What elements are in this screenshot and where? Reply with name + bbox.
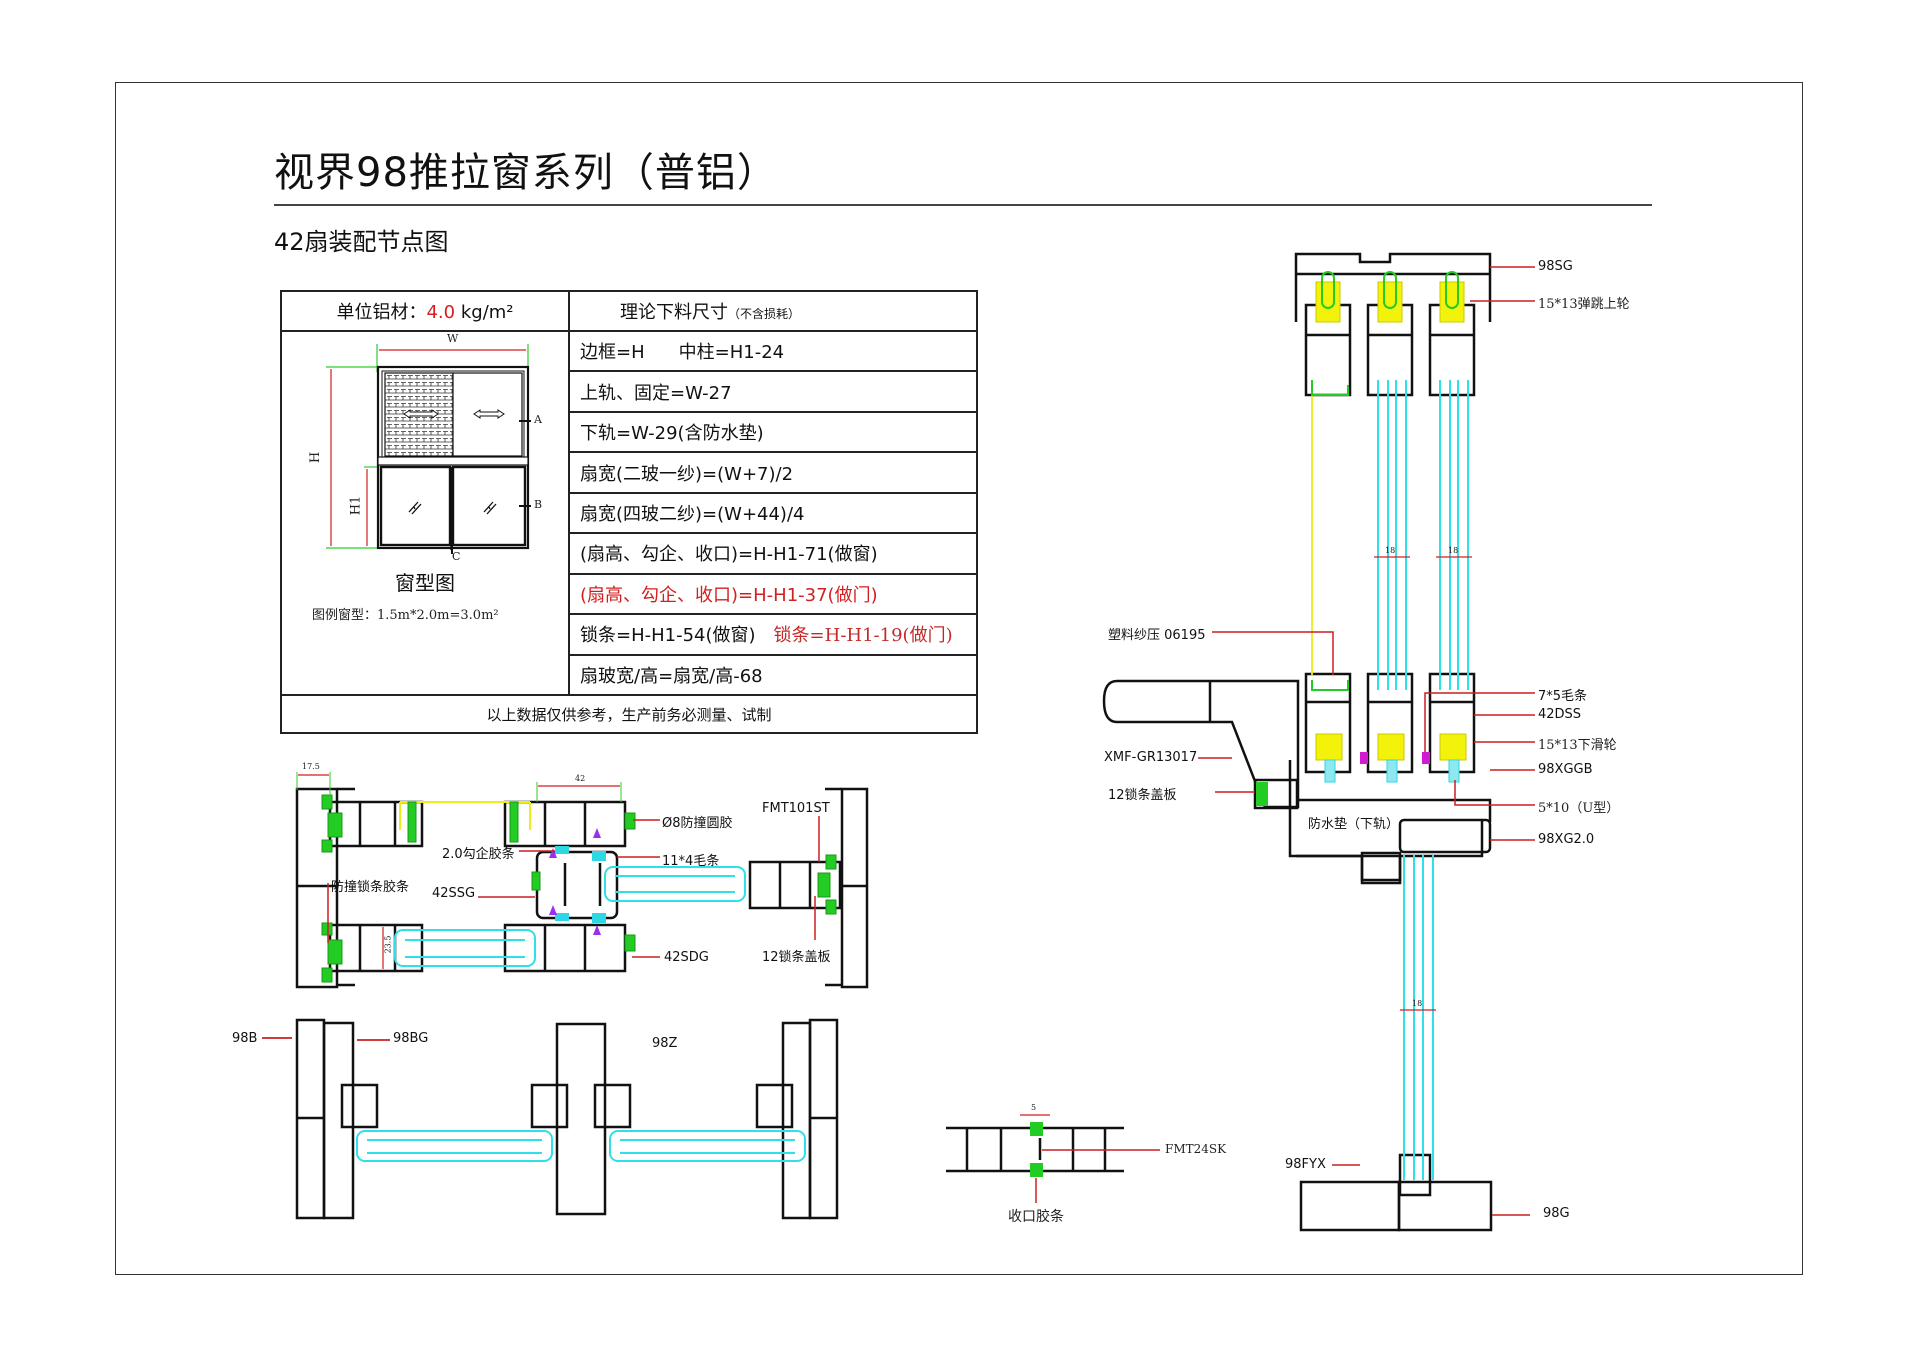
spec-row-text: 锁条=H-H1-54(做窗) [580,625,756,647]
label-u-type: 5*10（U型） [1538,801,1620,816]
dim-17-5: 17.5 [302,762,320,771]
spec-row: 锁条=H-H1-54(做窗) 锁条=H-H1-19(做门) [568,613,978,656]
window-elevation-drawing [326,344,531,554]
dim-42: 42 [575,774,586,783]
unit-weight-cell: 单位铝材：4.0 kg/m² [280,290,570,332]
spec-row-text: 边框=H [580,342,645,364]
window-type-caption: 窗型图 [395,571,455,595]
label-98z: 98Z [652,1036,678,1051]
window-diagram-cell: W H H1 A B C 窗型图 图例窗型：1.5m*2.0m=3.0m² [280,330,570,696]
dim-18-left: 18 [1385,546,1396,555]
label-xmf-gr13017: XMF-GR13017 [1104,750,1198,765]
label-42dss: 42DSS [1538,707,1582,722]
spec-row-highlight: (扇高、勾企、收口)=H-H1-37(做门) [568,572,978,616]
spec-row: 扇宽(二玻一纱)=(W+7)/2 [568,451,978,494]
unit-weight-label: 单位铝材： [336,302,427,323]
mark-a: A [534,413,542,426]
page-subtitle: 42扇装配节点图 [274,228,449,256]
label-fmt24sk: FMT24SK [1165,1142,1227,1156]
title-divider [274,204,1652,206]
label-98g: 98G [1543,1206,1570,1221]
spec-row-text2: 中柱=H1-24 [678,342,785,364]
cut-size-header: 理论下料尺寸（不含损耗） [568,290,978,332]
label-lock-cover: 12锁条盖板 [762,950,831,965]
spec-row: (扇高、勾企、收口)=H-H1-71(做窗) [568,532,978,575]
label-screen-press: 塑料纱压 06195 [1108,628,1206,643]
label-42ssg: 42SSG [432,886,476,901]
label-fmt101st: FMT101ST [762,801,830,816]
label-brush-7x5: 7*5毛条 [1538,689,1588,704]
label-98xggb: 98XGGB [1538,762,1593,777]
window-diagram: W H H1 A B C 窗型图 图例窗型：1.5m*2.0m=3.0m² [282,332,568,694]
cut-size-note: （不含损耗） [728,307,801,321]
spec-row: 上轨、固定=W-27 [568,370,978,413]
unit-weight-value: 4.0 [426,302,456,323]
label-lock-strip-gasket: 防撞锁条胶条 [331,880,410,895]
dim-18-lower: 18 [1412,999,1423,1008]
label-98sg: 98SG [1538,259,1573,274]
label-top-wheel: 15*13弹跳上轮 [1538,297,1630,312]
mark-b: B [534,498,543,511]
cut-size-title: 理论下料尺寸 [620,302,728,323]
spec-row: 扇宽(四玻二纱)=(W+44)/4 [568,491,978,535]
label-lock-cover-vertical: 12锁条盖板 [1108,788,1177,803]
dim-18-right: 18 [1448,546,1459,555]
spec-row-door-note: 锁条=H-H1-19(做门) [773,625,953,647]
dim-5: 5 [1031,1103,1037,1112]
label-98xg2: 98XG2.0 [1538,832,1595,847]
label-42sdg: 42SDG [664,950,709,965]
label-98bg: 98BG [393,1031,429,1046]
window-example-size: 图例窗型：1.5m*2.0m=3.0m² [312,608,499,623]
label-closing-gasket: 收口胶条 [1008,1209,1064,1225]
drawing-frame [115,82,1803,1275]
label-bottom-wheel: 15*13下滑轮 [1538,738,1617,753]
label-anti-collision-round: Ø8防撞圆胶 [662,816,733,831]
spec-table: 单位铝材：4.0 kg/m² 理论下料尺寸（不含损耗） [280,290,978,734]
label-brush-11x4: 11*4毛条 [662,854,720,869]
spec-row: 下轨=W-29(含防水垫) [568,410,978,454]
page-title: 视界98推拉窗系列（普铝） [274,150,778,196]
spec-row: 边框=H 中柱=H1-24 [568,329,978,373]
label-98fyx: 98FYX [1285,1157,1326,1172]
spec-row: 扇玻宽/高=扇宽/高-68 [568,653,978,696]
table-footer-note: 以上数据仅供参考，生产前务必测量、试制 [280,694,978,734]
label-98b: 98B [232,1031,258,1046]
unit-weight-suffix: kg/m² [455,302,514,323]
mark-c: C [452,550,461,563]
dim-w-label: W [447,332,459,345]
label-interlock-strip: 2.0勾企胶条 [442,847,515,862]
label-waterproof-pad: 防水垫（下轨） [1308,817,1400,832]
